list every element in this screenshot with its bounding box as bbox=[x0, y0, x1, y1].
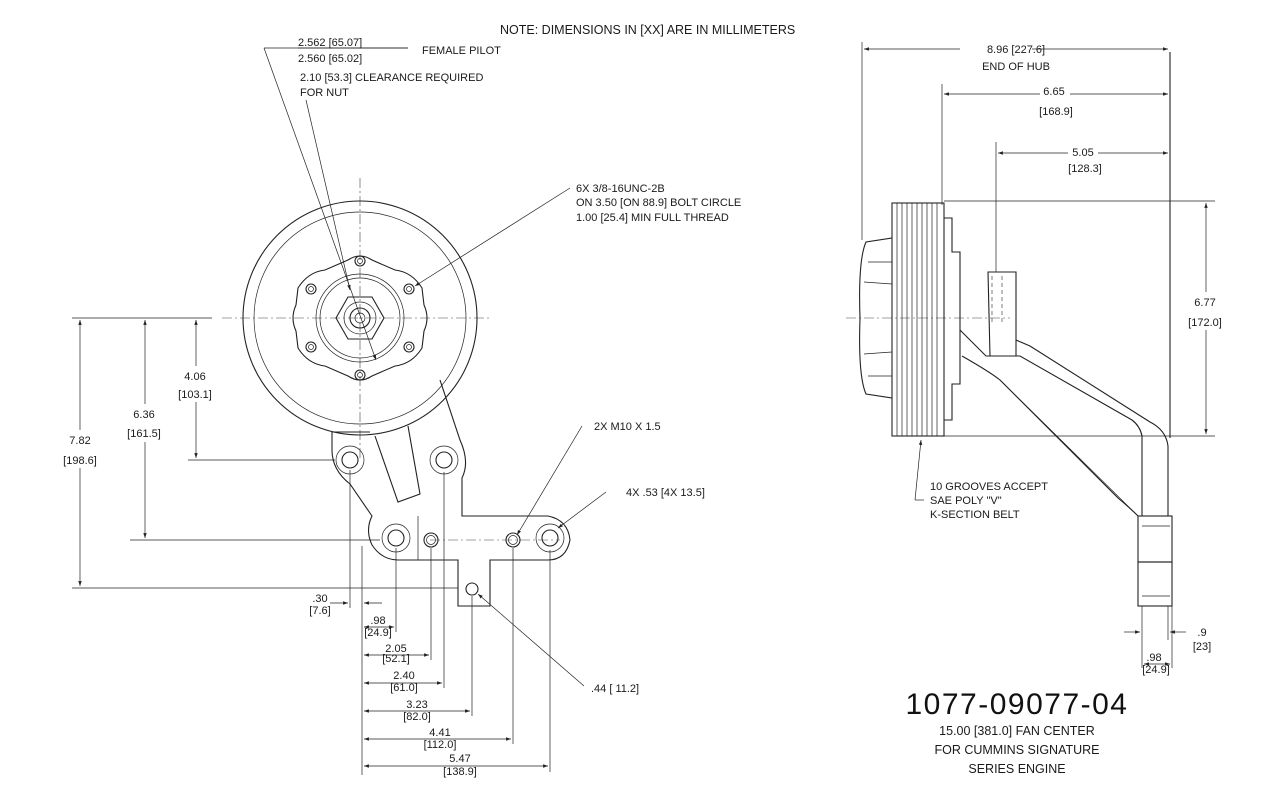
dim-side-098-mm: [24.9] bbox=[1142, 664, 1170, 676]
dim-782-mm: [198.6] bbox=[63, 455, 97, 467]
mount-foot-lower bbox=[1137, 561, 1173, 607]
bracket-boss-left bbox=[335, 445, 365, 475]
dim-441-in: 4.41 bbox=[429, 727, 450, 739]
dim-505-mm: [128.3] bbox=[1068, 163, 1102, 175]
dim-098-mm: [24.9] bbox=[364, 627, 392, 639]
shaft bbox=[349, 307, 371, 329]
dim-665-mm: [168.9] bbox=[1039, 106, 1073, 118]
nut-washer bbox=[343, 301, 377, 335]
dim-441-mm: [112.0] bbox=[424, 739, 457, 751]
bracket-hole-left bbox=[341, 451, 359, 469]
dim-098-in: .98 bbox=[370, 615, 385, 627]
grooves-text-3: K-SECTION BELT bbox=[930, 509, 1020, 521]
dim-240-in: 2.40 bbox=[393, 670, 414, 682]
grooves-text-2: SAE POLY "V" bbox=[930, 495, 1002, 507]
bracket-hole-right bbox=[435, 451, 453, 469]
title-block: 1077-09077-04 15.00 [381.0] FAN CENTER F… bbox=[905, 688, 1128, 776]
dim-782-in: 7.82 bbox=[69, 435, 90, 447]
dim-030-in: .30 bbox=[312, 593, 327, 605]
dim-677-mm: [172.0] bbox=[1188, 317, 1222, 329]
bolt-text-3: 1.00 [25.4] MIN FULL THREAD bbox=[576, 212, 729, 224]
part-number: 1077-09077-04 bbox=[905, 688, 1128, 721]
clearance-text-1: 2.10 [53.3] CLEARANCE REQUIRED bbox=[300, 72, 483, 84]
side-view: 8.96 [227.6] END OF HUB 6.65 [168.9] 5.0… bbox=[846, 40, 1228, 676]
bolt-text-1: 6X 3/8-16UNC-2B bbox=[576, 183, 665, 195]
dim-547-mm: [138.9] bbox=[443, 766, 477, 778]
dim-030-mm: [7.6] bbox=[309, 605, 330, 617]
m10-text: 2X M10 X 1.5 bbox=[594, 421, 661, 433]
pilot-max-text: 2.562 [65.07] bbox=[298, 37, 362, 49]
description-line-3: SERIES ENGINE bbox=[968, 762, 1065, 776]
front-view: 4.06 [103.1] 6.36 [161.5] 7.82 [198.6] .… bbox=[58, 37, 741, 778]
hub-ring bbox=[315, 273, 405, 363]
hub-flange bbox=[292, 255, 428, 381]
dimension-note: NOTE: DIMENSIONS IN [XX] ARE IN MILLIMET… bbox=[500, 23, 795, 37]
dim-677-in: 6.77 bbox=[1194, 297, 1215, 309]
bracket-hole-044 bbox=[465, 582, 479, 596]
dim-547-in: 5.47 bbox=[449, 753, 470, 765]
dim-505-in: 5.05 bbox=[1072, 147, 1093, 159]
bracket-rib bbox=[374, 425, 421, 503]
bolt-text-2: ON 3.50 [ON 88.9] BOLT CIRCLE bbox=[576, 197, 741, 209]
pulley-flange bbox=[944, 217, 961, 421]
pulley-inner-circle bbox=[253, 211, 467, 425]
pulley-outer-circle bbox=[242, 200, 478, 436]
dim-665-in: 6.65 bbox=[1043, 86, 1064, 98]
dim-636-mm: [161.5] bbox=[127, 428, 161, 440]
dim-896-label: END OF HUB bbox=[982, 61, 1050, 73]
dim-406-in: 4.06 bbox=[184, 371, 205, 383]
dim-896: 8.96 [227.6] bbox=[987, 44, 1045, 56]
description-line-2: FOR CUMMINS SIGNATURE bbox=[934, 743, 1099, 757]
bolt-holes bbox=[305, 255, 415, 381]
dim-323-in: 3.23 bbox=[406, 699, 427, 711]
dim-205-in: 2.05 bbox=[385, 643, 406, 655]
pilot-label-text: FEMALE PILOT bbox=[422, 45, 501, 57]
grooves-text-1: 10 GROOVES ACCEPT bbox=[930, 481, 1048, 493]
dim-406-mm: [103.1] bbox=[178, 389, 212, 401]
dim-side-098-in: .98 bbox=[1146, 652, 1161, 664]
shaft-bore bbox=[354, 312, 366, 324]
description-line-1: 15.00 [381.0] FAN CENTER bbox=[939, 724, 1095, 738]
hole044-text: .44 [ 11.2] bbox=[591, 683, 639, 695]
holes-text: 4X .53 [4X 13.5] bbox=[626, 487, 705, 499]
pulley-body bbox=[891, 202, 945, 437]
bracket-hole-lower-right bbox=[541, 529, 559, 547]
dim-205-mm: [52.1] bbox=[382, 653, 410, 665]
dim-323-mm: [82.0] bbox=[403, 711, 431, 723]
bracket-boss-right bbox=[429, 445, 459, 475]
dim-09-in: .9 bbox=[1197, 627, 1206, 639]
nut-hexagon bbox=[335, 296, 385, 340]
bracket-hole-lower-left bbox=[387, 529, 405, 547]
bracket-boss-lower-right bbox=[535, 523, 565, 553]
mounting-bracket bbox=[331, 379, 571, 607]
hub-ring-inner bbox=[319, 277, 401, 359]
pulley-grooves bbox=[896, 203, 938, 436]
mount-foot-upper bbox=[1137, 515, 1173, 563]
dim-240-mm: [61.0] bbox=[390, 682, 418, 694]
dim-636-in: 6.36 bbox=[133, 409, 154, 421]
dim-09-mm: [23] bbox=[1193, 641, 1211, 653]
pilot-min-text: 2.560 [65.02] bbox=[298, 53, 362, 65]
hub-nose bbox=[859, 237, 893, 399]
clearance-text-2: FOR NUT bbox=[300, 87, 349, 99]
bracket-boss-lower-left bbox=[381, 523, 411, 553]
